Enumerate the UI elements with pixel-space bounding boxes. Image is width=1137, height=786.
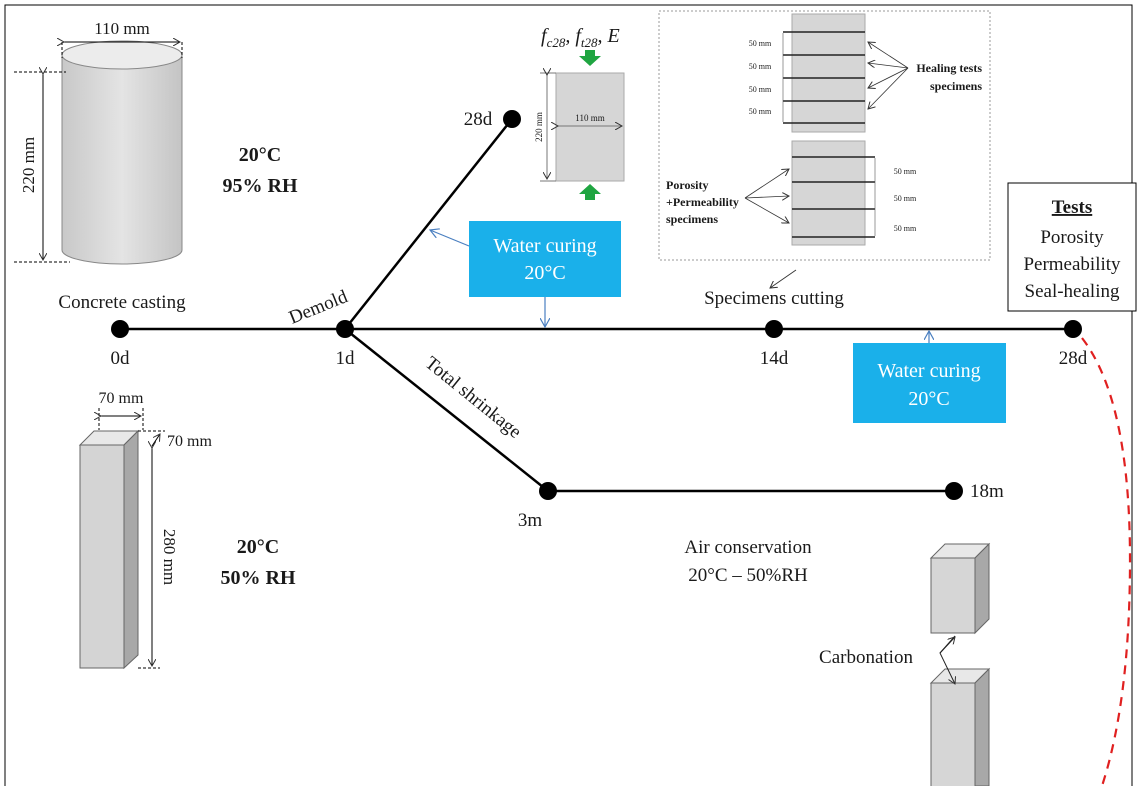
water-curing-box-1: Water curing 20°C [469,221,621,297]
tests-item-seal-healing: Seal-healing [1025,281,1120,302]
label-14d: 14d [760,348,789,369]
label-carbonation: Carbonation [819,647,913,668]
tests-item-porosity: Porosity [1040,227,1104,248]
heal-dim-3: 50 mm [749,85,772,94]
mech-formula: fc28, ft28, E [541,25,620,50]
mech-height-label: 220 mm [534,112,544,142]
frame [4,4,1133,786]
cutting-inset [658,10,991,261]
green-arrow-bottom [579,184,601,200]
node-28d-branch [503,110,521,128]
prism-width-label: 70 mm [99,390,144,407]
cyl-cond-temp: 20°C [239,144,281,166]
mech-specimen [555,72,625,182]
label-0d: 0d [111,348,131,369]
branch-up [344,118,513,330]
poro-label-3: specimens [666,212,718,226]
porosity-cylinder [791,140,866,246]
prism-cond-temp: 20°C [237,536,279,558]
poro-dim-1: 50 mm [894,167,917,176]
node-1d [336,320,354,338]
label-3m: 3m [518,510,543,531]
water1-line2: 20°C [524,262,565,284]
water2-line2: 20°C [908,388,949,410]
poro-label-1: Porosity [666,178,708,192]
node-18m [945,482,963,500]
svg-text:fc28, ft28, E: fc28, ft28, E [541,25,620,50]
label-28d-branch: 28d [464,109,493,130]
mech-width-label: 110 mm [575,113,604,123]
carbonation-prism-1 [929,542,991,635]
label-cutting: Specimens cutting [704,288,844,309]
label-shrinkage: Total shrinkage [421,353,525,443]
healing-label-2: specimens [930,79,982,93]
red-dashed-curve [1081,337,1132,786]
carbonation-prism-2 [929,667,991,786]
label-1d: 1d [336,348,356,369]
label-28d: 28d [1059,348,1088,369]
poro-dim-3: 50 mm [894,224,917,233]
prism-height-label: 280 mm [160,529,179,585]
green-arrow-top [579,50,601,66]
label-casting: Concrete casting [58,292,186,313]
water2-line1: Water curing [877,360,980,382]
healing-label-1: Healing tests [916,61,982,75]
label-air-1: Air conservation [684,537,812,558]
node-0d [111,320,129,338]
heal-dim-2: 50 mm [749,62,772,71]
label-air-2: 20°C – 50%RH [688,565,808,586]
cutting-pointer [770,269,797,288]
cylinder-specimen [61,40,183,265]
tests-box [1007,182,1137,312]
node-14d [765,320,783,338]
cyl-cond-rh: 95% RH [223,175,298,197]
node-28d [1064,320,1082,338]
poro-label-2: +Permeability [666,195,739,209]
healing-cylinder [791,13,866,133]
prism-cond-rh: 50% RH [221,567,296,589]
water1-line1: Water curing [493,235,596,257]
heal-dim-4: 50 mm [749,107,772,116]
branch-down [344,328,549,492]
prism-depth-label: 70 mm [167,433,212,450]
cyl-width-label: 110 mm [94,19,150,38]
water-curing-box-2: Water curing 20°C [853,343,1006,423]
prism-specimen [78,429,140,670]
label-18m: 18m [970,481,1004,502]
heal-dim-1: 50 mm [749,39,772,48]
cyl-height-label: 220 mm [19,137,38,193]
poro-dim-2: 50 mm [894,194,917,203]
node-3m [539,482,557,500]
tests-item-permeability: Permeability [1023,254,1121,275]
tests-title: Tests [1052,197,1092,218]
